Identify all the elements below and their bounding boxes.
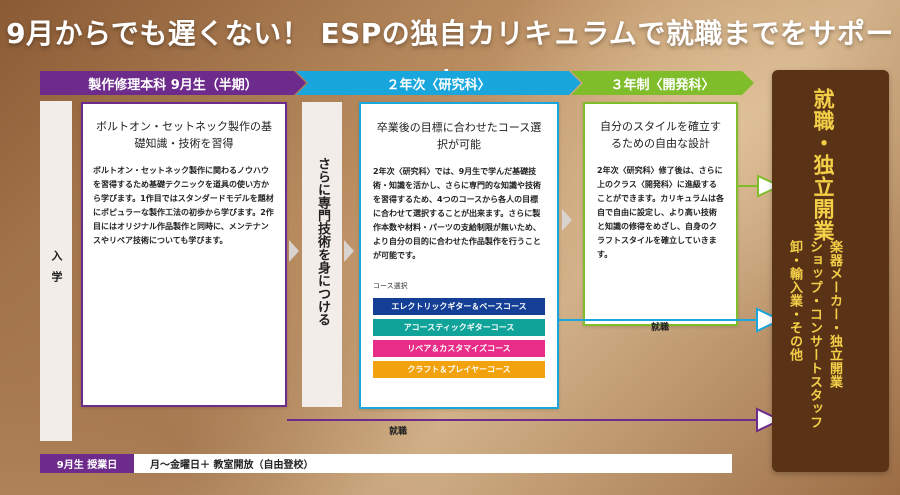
career-list: 楽器メーカー・独立開業 ショップ・コンサートスタッフ 卸・輸入業・その他 — [784, 240, 844, 429]
phase-bar-kaihatsuka: ３年制〈開発科〉 — [571, 71, 754, 95]
course-select-label: コース選択 — [373, 282, 408, 290]
phase-label: 製作修理本科 9月生（半期） — [88, 77, 258, 93]
page-title: 9月からでも遅くない！ ESPの独自カリキュラムで就職までをサポート — [6, 17, 894, 98]
career-title: 就職・独立開業 — [811, 88, 835, 242]
employment-label: 就職 — [650, 323, 669, 333]
employment-label: 就職 — [388, 427, 407, 437]
course-craft-player: クラフト＆プレイヤーコース — [373, 361, 545, 378]
phase-label: ２年次〈研究科〉 — [386, 77, 491, 93]
class-days-row: 9月生 授業日 月〜金曜日＋ 教室開放（自由登校） — [40, 454, 732, 473]
panel-basic-course: ボルトオン・セットネック製作の基礎知識・技術を習得 ボルトオン・セットネック製作… — [81, 102, 287, 407]
chevron-right-icon — [562, 209, 572, 231]
phase-bar-honka: 製作修理本科 9月生（半期） — [40, 71, 306, 95]
career-outcome-box: 就職・独立開業 楽器メーカー・独立開業 ショップ・コンサートスタッフ 卸・輸入業… — [772, 70, 889, 472]
skills-label: さらに専門技術を身につける — [315, 157, 330, 326]
panel-body: 2年次〈研究科〉修了後は、さらに上のクラス〈開発科〉に進級することができます。カ… — [597, 166, 724, 259]
panel-title: ボルトオン・セットネック製作の基礎知識・技術を習得 — [96, 120, 272, 150]
course-repair-customize: リペア＆カスタマイズコース — [373, 340, 545, 357]
career-item: 楽器メーカー・独立開業 — [827, 240, 842, 389]
course-acoustic: アコースティックギターコース — [373, 319, 545, 336]
panel-title: 卒業後の目標に合わせたコース選択が可能 — [376, 121, 542, 151]
skills-column: さらに専門技術を身につける — [302, 102, 342, 407]
panel-development-course: 自分のスタイルを確立するための自由な設計 2年次〈研究科〉修了後は、さらに上のク… — [583, 102, 738, 326]
entry-label: 入学 — [40, 101, 72, 441]
chevron-right-icon — [289, 240, 299, 262]
class-days-tag: 9月生 授業日 — [40, 454, 134, 473]
phase-label: ３年制〈開発科〉 — [610, 77, 715, 93]
panel-body: 2年次〈研究科〉では、9月生で学んだ基礎技術・知識を活かし、さらに専門的な知識や… — [373, 167, 541, 260]
course-electric-bass: エレクトリックギター＆ベースコース — [373, 298, 545, 315]
panel-title: 自分のスタイルを確立するための自由な設計 — [600, 120, 721, 150]
class-days-desc: 月〜金曜日＋ 教室開放（自由登校） — [150, 460, 314, 471]
panel-body: ボルトオン・セットネック製作に関わるノウハウを習得するため基礎テクニックを道具の… — [93, 166, 274, 245]
phase-bar-kenkyuka: ２年次〈研究科〉 — [296, 71, 581, 95]
chevron-right-icon — [344, 240, 354, 262]
career-item: 卸・輸入業・その他 — [787, 240, 802, 362]
career-item: ショップ・コンサートスタッフ — [807, 240, 822, 429]
panel-research-course: 卒業後の目標に合わせたコース選択が可能 2年次〈研究科〉では、9月生で学んだ基礎… — [359, 102, 559, 409]
